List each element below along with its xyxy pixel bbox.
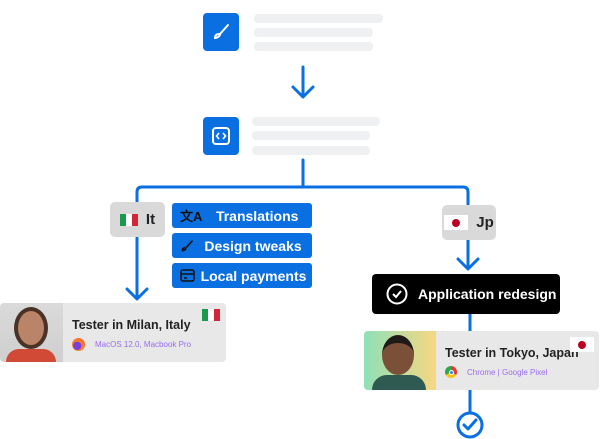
arrow-down-icon — [125, 235, 149, 301]
italy-flag — [119, 213, 138, 226]
placeholder-line — [254, 28, 373, 37]
chrome-icon — [445, 366, 457, 378]
credit-card-icon — [180, 269, 195, 282]
translate-icon: 文A — [180, 209, 203, 224]
tester-card-tokyo[interactable]: Tester in Tokyo, Japan Chrome | Google P… — [364, 331, 599, 390]
task-design-tweaks[interactable]: Design tweaks — [172, 233, 312, 258]
check-circle-icon — [456, 411, 484, 439]
placeholder-line — [252, 117, 380, 126]
step-design — [203, 13, 239, 51]
task-local-payments[interactable]: Local payments — [172, 263, 312, 288]
tester-card-milan[interactable]: Tester in Milan, Italy MacOS 12.0, Macbo… — [0, 303, 226, 362]
placeholder-line — [254, 14, 383, 23]
avatar — [364, 331, 436, 390]
arrow-down-icon — [456, 238, 480, 271]
avatar — [0, 303, 63, 362]
step-code — [203, 117, 239, 155]
check-circle-icon — [386, 283, 408, 305]
task-translations[interactable]: 文A Translations — [172, 203, 312, 228]
tester-title: Tester in Milan, Italy — [72, 318, 191, 332]
branch-italy: It — [110, 202, 165, 237]
arrow-down-icon — [291, 65, 315, 99]
japan-flag — [444, 215, 469, 230]
placeholder-line — [252, 146, 370, 155]
placeholder-line — [254, 42, 373, 51]
italy-flag — [202, 309, 220, 321]
paintbrush-icon — [181, 239, 194, 251]
tester-title: Tester in Tokyo, Japan — [445, 346, 579, 360]
paintbrush-icon — [213, 24, 229, 40]
firefox-icon — [72, 338, 85, 351]
japan-flag — [570, 337, 594, 352]
code-icon — [212, 127, 230, 145]
placeholder-line — [252, 131, 370, 140]
branch-line — [135, 158, 470, 207]
application-redesign[interactable]: Application redesign — [372, 274, 560, 314]
branch-japan: Jp — [442, 205, 496, 240]
